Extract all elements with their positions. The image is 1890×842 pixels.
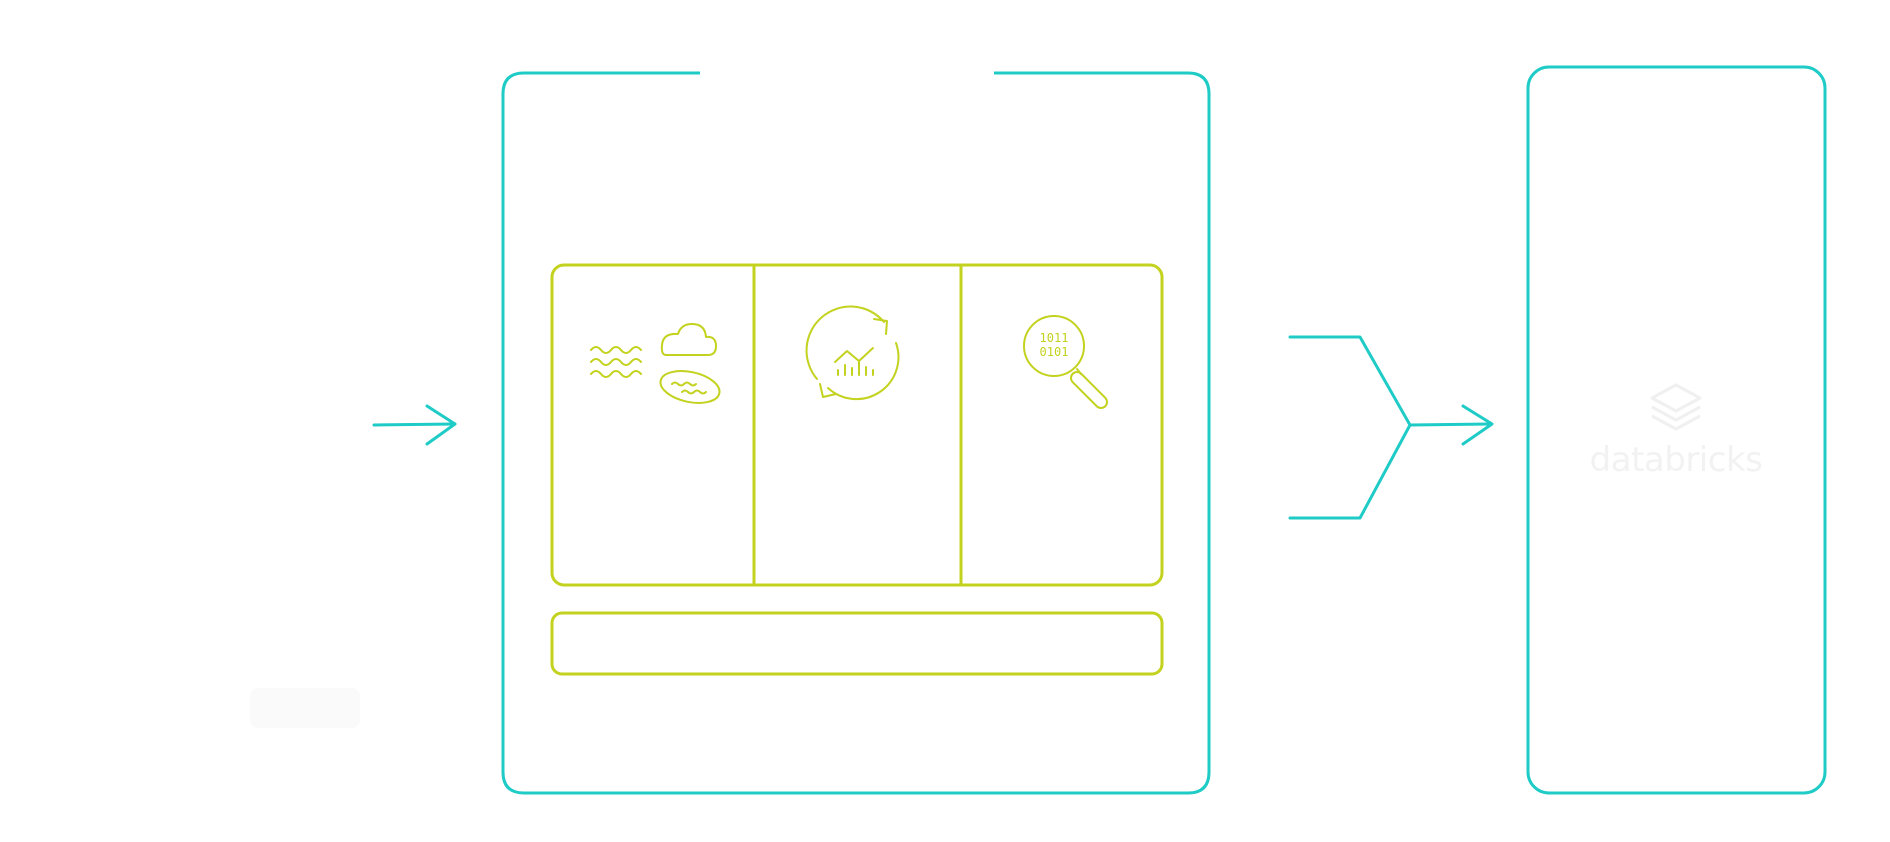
input-arrow bbox=[372, 404, 457, 446]
binary-search-icon bbox=[1023, 315, 1109, 410]
bottom-bar bbox=[550, 611, 1164, 676]
main-container bbox=[501, 71, 1211, 795]
refresh-analytics-icon bbox=[805, 305, 900, 401]
ghost-logo bbox=[250, 688, 360, 728]
binary-text-line-2: 0101 bbox=[1040, 345, 1069, 359]
waves-cloud-storage-icon bbox=[590, 323, 721, 404]
destination-container bbox=[1526, 65, 1827, 795]
stacked-layers-icon bbox=[1650, 383, 1702, 431]
binary-text-line-1: 1011 bbox=[1040, 331, 1069, 345]
capability-grid bbox=[550, 263, 1164, 587]
merge-connector bbox=[1220, 335, 1494, 520]
databricks-logo-text: databricks bbox=[1590, 440, 1763, 480]
capability-grid-frame bbox=[550, 263, 1164, 587]
